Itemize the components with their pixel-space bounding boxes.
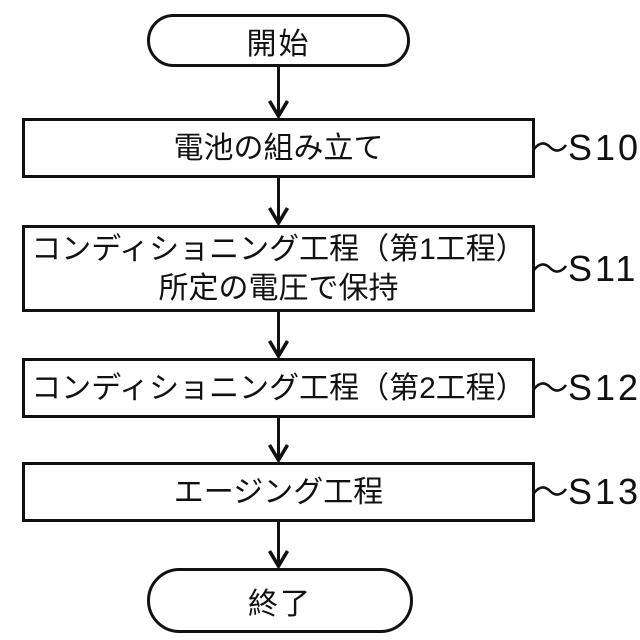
end-label: 終了 bbox=[248, 587, 312, 621]
flow-arrow bbox=[267, 67, 290, 120]
process-box-s11: コンディショニング工程（第1工程） 所定の電圧で保持 bbox=[22, 225, 535, 312]
tilde-connector-icon bbox=[533, 142, 567, 152]
tilde-connector-icon bbox=[533, 263, 567, 273]
flow-arrow bbox=[267, 312, 290, 360]
step-ref: S10 bbox=[568, 127, 640, 168]
end-terminal: 終了 bbox=[147, 568, 413, 633]
process-box-s13: エージング工程 bbox=[22, 462, 535, 522]
tilde-connector-icon bbox=[533, 486, 567, 496]
step-ref: S13 bbox=[568, 471, 640, 512]
step-label-s11: S11 bbox=[533, 247, 638, 291]
process-text: 所定の電圧で保持 bbox=[158, 271, 399, 305]
process-box-s12: コンディショニング工程（第2工程） bbox=[22, 358, 535, 418]
step-ref: S12 bbox=[568, 367, 640, 408]
flow-arrow bbox=[267, 418, 290, 464]
step-label-s12: S12 bbox=[533, 366, 640, 410]
step-ref: S11 bbox=[568, 248, 639, 289]
process-text: 電池の組み立て bbox=[173, 131, 384, 165]
start-terminal: 開始 bbox=[147, 14, 410, 67]
tilde-connector-icon bbox=[533, 382, 567, 392]
process-box-s10: 電池の組み立て bbox=[22, 118, 535, 178]
start-label: 開始 bbox=[246, 27, 311, 61]
step-label-s13: S13 bbox=[533, 470, 640, 514]
process-text: コンディショニング工程（第2工程） bbox=[31, 371, 526, 405]
flow-arrow bbox=[267, 522, 290, 570]
process-text: コンディショニング工程（第1工程） bbox=[31, 232, 526, 266]
step-label-s10: S10 bbox=[533, 126, 640, 170]
process-text: エージング工程 bbox=[173, 475, 384, 509]
flow-arrow bbox=[267, 178, 290, 227]
